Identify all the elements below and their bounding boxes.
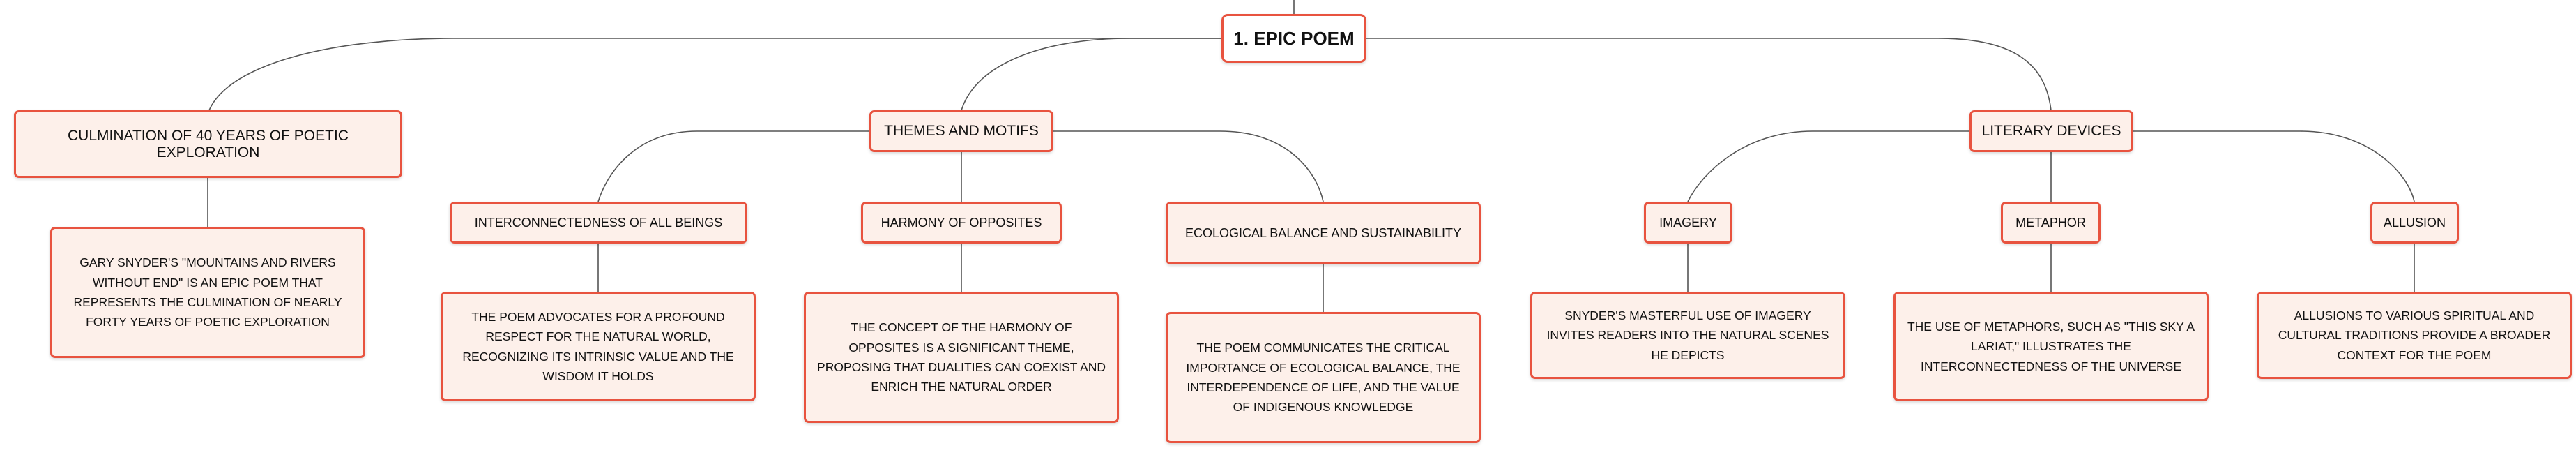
root-node-label: 1. EPIC POEM bbox=[1233, 27, 1355, 49]
node-metaphor[interactable]: METAPHOR bbox=[2001, 202, 2101, 244]
node-metaphor-label: METAPHOR bbox=[2015, 215, 2086, 230]
connector-root-themes bbox=[961, 38, 1221, 111]
node-allusion-detail[interactable]: ALLUSIONS TO VARIOUS SPIRITUAL AND CULTU… bbox=[2257, 292, 2572, 379]
node-interconnectedness-detail-text: THE POEM ADVOCATES FOR A PROFOUND RESPEC… bbox=[462, 309, 734, 383]
node-interconnectedness-label: INTERCONNECTEDNESS OF ALL BEINGS bbox=[474, 215, 723, 230]
node-literary-devices[interactable]: LITERARY DEVICES bbox=[1969, 110, 2133, 152]
node-harmony-label: HARMONY OF OPPOSITES bbox=[881, 215, 1042, 230]
node-metaphor-detail-text: THE USE OF METAPHORS, SUCH AS "THIS SKY … bbox=[1907, 319, 2195, 373]
node-harmony-of-opposites[interactable]: HARMONY OF OPPOSITES bbox=[861, 202, 1062, 244]
node-imagery[interactable]: IMAGERY bbox=[1644, 202, 1732, 244]
connector-themes-inter bbox=[597, 130, 869, 202]
node-ecological-detail[interactable]: THE POEM COMMUNICATES THE CRITICAL IMPOR… bbox=[1166, 312, 1481, 443]
node-culmination-detail[interactable]: GARY SNYDER'S "MOUNTAINS AND RIVERS WITH… bbox=[50, 227, 365, 358]
node-ecological-label: ECOLOGICAL BALANCE AND SUSTAINABILITY bbox=[1184, 225, 1462, 240]
node-metaphor-detail[interactable]: THE USE OF METAPHORS, SUCH AS "THIS SKY … bbox=[1893, 292, 2209, 401]
node-allusion-label: ALLUSION bbox=[2383, 215, 2446, 230]
connector-themes-eco bbox=[1053, 130, 1324, 202]
connector-lit-allusion bbox=[2133, 130, 2415, 202]
connector-root-literary bbox=[1366, 38, 2052, 111]
node-imagery-detail[interactable]: SNYDER'S MASTERFUL USE OF IMAGERY INVITE… bbox=[1530, 292, 1845, 379]
node-imagery-detail-text: SNYDER'S MASTERFUL USE OF IMAGERY INVITE… bbox=[1546, 308, 1829, 362]
node-ecological-balance[interactable]: ECOLOGICAL BALANCE AND SUSTAINABILITY bbox=[1166, 202, 1481, 264]
connector-root-culmination bbox=[208, 38, 1221, 111]
node-harmony-detail-text: THE CONCEPT OF THE HARMONY OF OPPOSITES … bbox=[817, 320, 1106, 394]
node-literary-label: LITERARY DEVICES bbox=[1981, 123, 2121, 139]
node-culmination-label: CULMINATION OF 40 YEARS OF POETIC EXPLOR… bbox=[68, 127, 349, 161]
connector-lit-imagery bbox=[1687, 130, 1969, 202]
node-allusion[interactable]: ALLUSION bbox=[2370, 202, 2459, 244]
node-interconnectedness[interactable]: INTERCONNECTEDNESS OF ALL BEINGS bbox=[450, 202, 747, 244]
root-node-epic-poem[interactable]: 1. EPIC POEM bbox=[1221, 14, 1366, 63]
node-culmination[interactable]: CULMINATION OF 40 YEARS OF POETIC EXPLOR… bbox=[14, 110, 402, 178]
node-ecological-detail-text: THE POEM COMMUNICATES THE CRITICAL IMPOR… bbox=[1186, 341, 1461, 415]
node-imagery-label: IMAGERY bbox=[1659, 215, 1717, 230]
node-allusion-detail-text: ALLUSIONS TO VARIOUS SPIRITUAL AND CULTU… bbox=[2278, 308, 2551, 362]
node-themes-label: THEMES AND MOTIFS bbox=[884, 123, 1039, 139]
node-harmony-detail[interactable]: THE CONCEPT OF THE HARMONY OF OPPOSITES … bbox=[804, 292, 1119, 423]
node-interconnectedness-detail[interactable]: THE POEM ADVOCATES FOR A PROFOUND RESPEC… bbox=[441, 292, 756, 401]
node-culmination-detail-text: GARY SNYDER'S "MOUNTAINS AND RIVERS WITH… bbox=[73, 255, 342, 329]
node-themes-and-motifs[interactable]: THEMES AND MOTIFS bbox=[869, 110, 1053, 152]
